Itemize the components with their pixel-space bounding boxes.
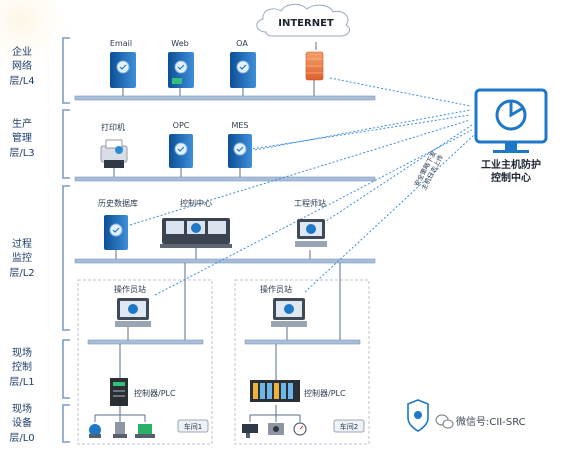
control-center: 控制中心	[160, 198, 232, 248]
control-desk-icon	[160, 218, 232, 248]
svg-text:操作员站: 操作员站	[114, 284, 146, 294]
svg-text:层/L4: 层/L4	[9, 75, 34, 87]
svg-text:现场: 现场	[12, 346, 32, 359]
tier-brackets	[62, 37, 70, 443]
plc-icon	[110, 378, 128, 406]
server-icon	[230, 52, 256, 88]
svg-text:层/L0: 层/L0	[9, 432, 34, 444]
monitor-chart-icon	[474, 88, 548, 153]
plc-rack-icon	[250, 380, 300, 402]
gauge-icon	[293, 422, 307, 436]
server-icon	[228, 134, 252, 168]
svg-text:层/L2: 层/L2	[9, 267, 34, 279]
server-icon	[169, 134, 193, 168]
svg-text:生产: 生产	[12, 117, 32, 130]
actuator-icon	[135, 424, 155, 438]
firewall-icon	[305, 51, 324, 81]
workstation-icon	[295, 219, 327, 247]
wechat-icon	[435, 414, 454, 429]
field-devices-right: 车间2	[242, 419, 365, 438]
plc-left: 控制器/PLC	[110, 378, 176, 406]
svg-text:工业主机防护: 工业主机防护	[481, 158, 541, 171]
svg-text:监控: 监控	[12, 251, 32, 264]
valve-icon	[89, 424, 101, 438]
server-icon	[110, 52, 136, 88]
svg-text:现场: 现场	[12, 402, 32, 415]
svg-text:层/L3: 层/L3	[9, 147, 34, 159]
workshop-2-tag	[333, 419, 365, 433]
svg-text:打印机: 打印机	[101, 122, 125, 132]
svg-text:控制器/PLC: 控制器/PLC	[134, 388, 176, 398]
svg-text:车间1: 车间1	[184, 422, 202, 431]
svg-text:历史数据库: 历史数据库	[98, 198, 138, 208]
field-devices-left: 车间1	[89, 419, 209, 438]
bus-l2	[74, 258, 376, 264]
history-database: 历史数据库	[98, 198, 138, 250]
tier-label-l3: 生产 管理 层/L3	[9, 117, 34, 159]
bus-l1-left	[87, 339, 204, 345]
svg-text:OPC: OPC	[173, 121, 190, 130]
opc-server: OPC	[169, 121, 193, 168]
printer-node: 打印机	[100, 122, 128, 168]
web-server: Web	[168, 39, 194, 88]
svg-text:企业: 企业	[12, 45, 32, 58]
svg-text:微信号:CII-SRC: 微信号:CII-SRC	[456, 415, 526, 428]
host-protection-console: 工业主机防护 控制中心	[474, 88, 548, 184]
plc-right: 控制器/PLC	[250, 380, 346, 402]
workshop-1-tag	[177, 419, 209, 433]
engineer-station: 工程师站	[294, 198, 327, 247]
internet-label: INTERNET	[278, 18, 334, 29]
bus-l4	[74, 95, 376, 101]
svg-text:过程: 过程	[12, 237, 32, 250]
management-links	[129, 77, 475, 296]
motor-icon	[268, 423, 284, 435]
workshop-2-box	[234, 279, 370, 445]
oa-server: OA	[230, 39, 256, 88]
server-icon	[168, 52, 194, 88]
svg-text:工程师站: 工程师站	[294, 198, 326, 208]
workshop-1-box	[77, 279, 213, 445]
operator-station-right: 操作员站	[260, 284, 307, 327]
email-server: Email	[110, 39, 136, 88]
internet-cloud-icon: INTERNET	[256, 3, 351, 37]
shield-logo-icon	[407, 399, 429, 432]
wechat-watermark: 微信号:CII-SRC	[407, 399, 526, 432]
bus-l3	[74, 176, 376, 182]
tier-label-l1: 现场 控制 层/L1	[9, 346, 34, 388]
server-icon	[104, 215, 128, 250]
svg-text:MES: MES	[231, 121, 248, 130]
operator-station-left: 操作员站	[114, 284, 151, 327]
svg-text:Email: Email	[110, 39, 132, 48]
svg-text:车间2: 车间2	[340, 422, 358, 431]
svg-text:层/L1: 层/L1	[9, 376, 34, 388]
policy-log-channel-label: 安全策略下发 主机日志上传	[412, 149, 446, 192]
connectors	[94, 42, 341, 422]
svg-text:管理: 管理	[12, 131, 32, 144]
svg-text:控制器/PLC: 控制器/PLC	[304, 388, 346, 398]
camera-icon	[242, 424, 258, 438]
svg-text:控制中心: 控制中心	[491, 171, 531, 184]
sensor-icon	[113, 422, 127, 438]
tier-label-l0: 现场 设备 层/L0	[9, 402, 34, 444]
printer-icon	[100, 139, 128, 168]
background-logo-icon	[0, 0, 70, 70]
svg-text:控制中心: 控制中心	[180, 198, 212, 208]
network-buses	[74, 95, 376, 345]
tier-label-l2: 过程 监控 层/L2	[9, 237, 34, 279]
mes-server: MES	[228, 121, 252, 168]
bus-l1-right	[244, 339, 361, 345]
svg-text:网络: 网络	[12, 59, 32, 72]
svg-text:设备: 设备	[12, 416, 32, 429]
workstation-icon	[271, 298, 307, 327]
svg-text:操作员站: 操作员站	[260, 284, 292, 294]
svg-text:OA: OA	[236, 39, 248, 48]
svg-text:控制: 控制	[12, 360, 32, 373]
workstation-icon	[115, 298, 151, 327]
tier-label-l4: 企业 网络 层/L4	[9, 45, 34, 87]
svg-text:Web: Web	[171, 39, 188, 48]
